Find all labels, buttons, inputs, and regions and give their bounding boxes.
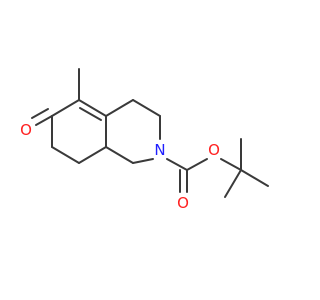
bond-o-cq: [220, 158, 242, 171]
bond-c5-c4a-double-a: [78, 99, 107, 117]
bond-c1-c8a: [105, 146, 134, 164]
bond-c6-o-double-b: [31, 108, 49, 119]
bond-c4a-c4: [105, 99, 134, 117]
bond-c8-c8a: [78, 146, 107, 164]
ketone-oxygen-label: O: [20, 121, 32, 139]
structure-drawing: O N O O: [20, 68, 269, 212]
atom-labels: O N O O: [20, 121, 220, 212]
bond-cq-me3: [224, 169, 242, 198]
bond-c7-c8: [51, 146, 80, 164]
bond-cq-me2: [240, 169, 269, 187]
bond-c5-c6: [51, 99, 80, 117]
carbamate-ether-oxygen-label: O: [208, 141, 220, 159]
bond-n-ccarbonyl: [166, 158, 188, 171]
ring-nitrogen-label: N: [154, 141, 165, 159]
bond-ccarbonyl-o-ether: [186, 158, 208, 171]
bond-c6-o-double-a: [35, 115, 53, 126]
bond-c5-c4a-double-b: [79, 107, 102, 121]
bond-c4-c3: [132, 99, 161, 117]
bonds: [31, 68, 269, 198]
carbamate-carbonyl-oxygen-label: O: [177, 194, 189, 212]
molecule-diagram: O N O O: [20, 68, 269, 212]
bond-n-c1: [132, 158, 154, 164]
